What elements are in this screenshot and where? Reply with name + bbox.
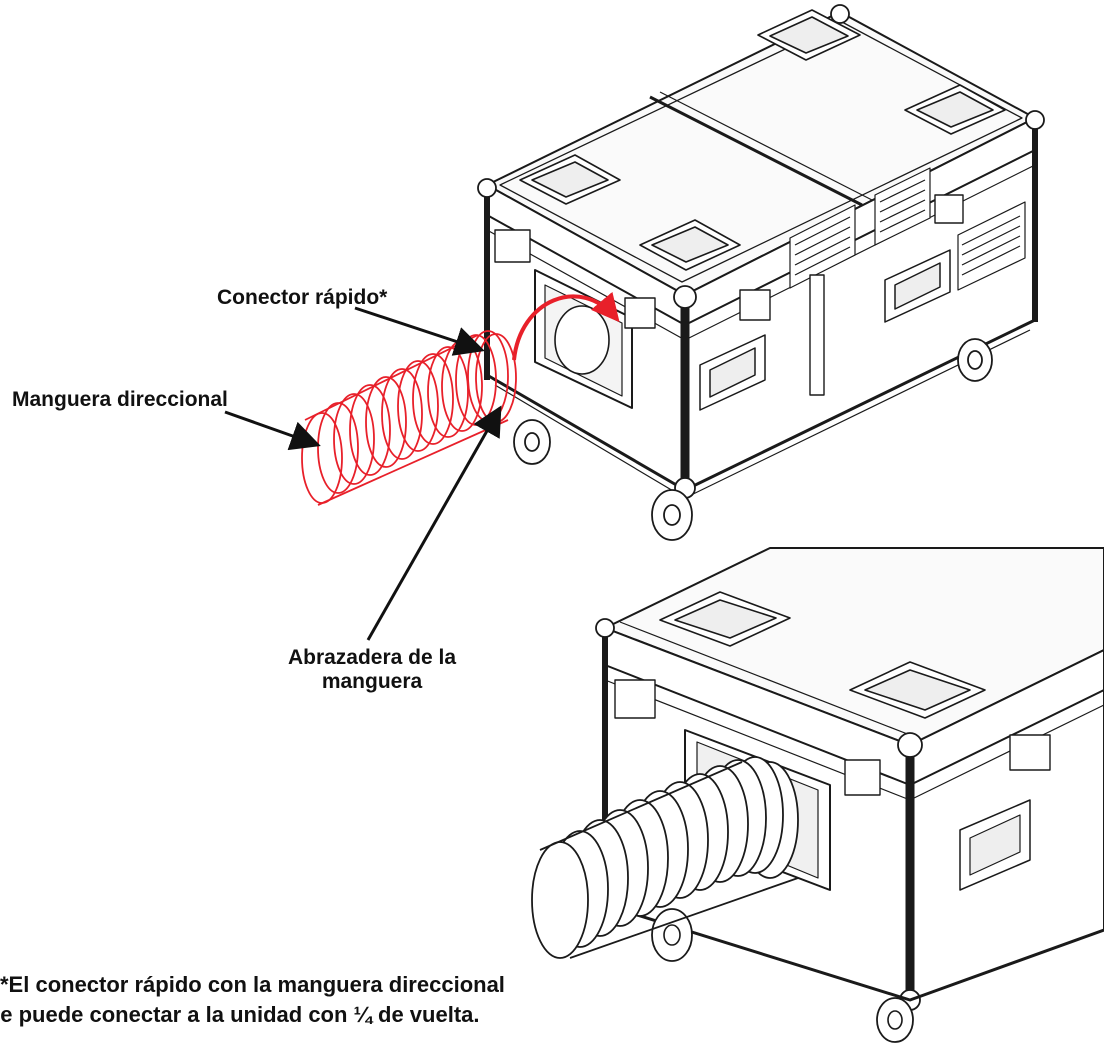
label-hose-clamp-line1: Abrazadera de la xyxy=(287,646,457,669)
label-directional-hose: Manguera direccional xyxy=(12,388,228,411)
fog-machine-case-detail xyxy=(595,547,1104,1043)
label-hose-clamp-line2: manguera xyxy=(321,670,423,693)
arrow-quick-connector xyxy=(354,306,485,356)
fog-machine-case-top xyxy=(477,4,1045,541)
label-quick-connector: Conector rápido* xyxy=(217,286,388,309)
arrow-hose-clamp xyxy=(366,405,502,641)
footnote-line1: *El conector rápido con la manguera dire… xyxy=(0,972,505,997)
footnote: *El conector rápido con la manguera dire… xyxy=(0,970,620,1030)
arrow-directional-hose xyxy=(224,410,321,451)
leader-arrows xyxy=(224,306,502,641)
quarter-turn-arrow xyxy=(512,291,620,361)
footnote-line2: se puede conectar a la unidad con ¼ de v… xyxy=(0,1002,480,1027)
label-hose-clamp: Abrazadera de la manguera xyxy=(262,646,482,694)
directional-hose-connected xyxy=(531,756,799,959)
directional-hose-highlighted xyxy=(301,330,517,506)
